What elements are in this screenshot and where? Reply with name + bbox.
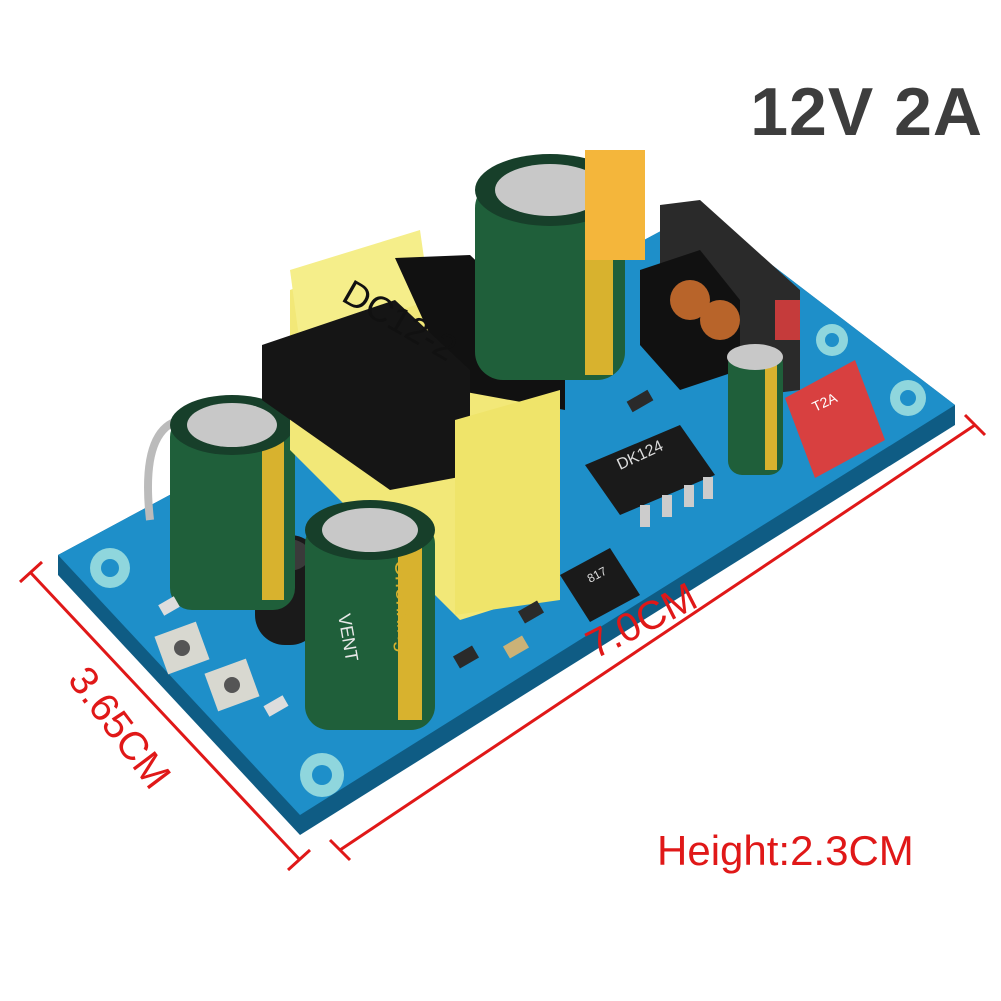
- pwm-ic: DK124: [585, 425, 715, 527]
- smd-components: [158, 389, 654, 717]
- capacitor-left: [170, 395, 295, 610]
- product-title: 12V 2A: [750, 74, 983, 150]
- height-label: Height:2.3CM: [657, 827, 914, 874]
- output-pads: [154, 621, 260, 712]
- capacitor-front: Chenxing VENT: [305, 500, 435, 730]
- capacitor-small: [727, 344, 783, 475]
- capacitor-brand: Chenxing: [390, 559, 418, 653]
- x-capacitor: [585, 150, 645, 260]
- optocoupler: 817: [560, 548, 640, 622]
- mounting-holes: [90, 324, 926, 797]
- dimension-lines: [18, 413, 987, 872]
- fuse: T2A: [785, 360, 885, 478]
